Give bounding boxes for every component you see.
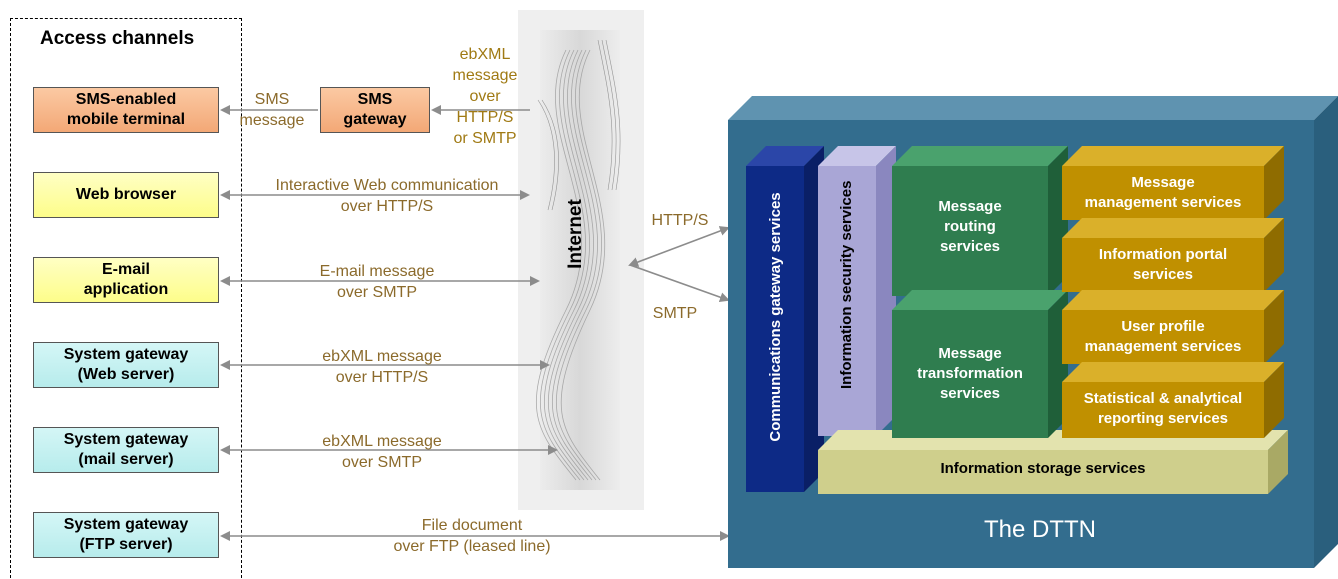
system-gateway-web-box: System gateway (Web server) (33, 342, 219, 388)
comm-gateway-label: Communications gateway services (767, 192, 784, 442)
sms-gateway-box: SMS gateway (320, 87, 430, 133)
info-portal-label: Information portal services (1098, 246, 1228, 283)
msg-mgmt-label: Message management services (1084, 174, 1242, 211)
msg-transform-label: Message transformation services (917, 345, 1023, 402)
arrow-smtp (629, 264, 730, 303)
stat-reporting-label: Statistical & analytical reporting servi… (1083, 390, 1243, 427)
sms-terminal-box: SMS-enabled mobile terminal (33, 87, 219, 133)
label-file-ftp: File document over FTP (leased line) (393, 517, 551, 555)
internet-cloud (518, 10, 644, 510)
system-gateway-mail-box: System gateway (mail server) (33, 427, 219, 473)
info-security-label: Information security services (838, 180, 855, 389)
arrow-http (628, 226, 730, 267)
dttn-title: The DTTN (983, 516, 1096, 543)
user-profile-block (1062, 290, 1284, 364)
label-ebxml-smtp: ebXML message over SMTP (322, 433, 442, 471)
access-channels-frame (10, 18, 242, 578)
info-security-block (818, 146, 896, 436)
msg-routing-label: Message routing services (938, 198, 1002, 255)
label-smtp: SMTP (652, 305, 698, 322)
label-ebxml-http-smtp: ebXML message over HTTP/S or SMTP (452, 46, 518, 147)
access-channels-title: Access channels (40, 28, 195, 49)
label-http-s: HTTP/S (651, 212, 709, 229)
info-portal-block (1062, 218, 1284, 292)
label-ebxml-http: ebXML message over HTTP/S (322, 348, 442, 386)
system-gateway-ftp-box: System gateway (FTP server) (33, 512, 219, 558)
email-application-box: E-mail application (33, 257, 219, 303)
stat-reporting-block (1062, 362, 1284, 438)
label-sms-message: SMS message (239, 91, 305, 129)
user-profile-label: User profile management services (1084, 318, 1242, 355)
web-browser-box: Web browser (33, 172, 219, 218)
info-storage-label: Information storage services (940, 460, 1146, 477)
label-email-smtp: E-mail message over SMTP (319, 263, 435, 301)
label-interactive-web: Interactive Web communication over HTTP/… (275, 177, 499, 215)
msg-mgmt-block (1062, 146, 1284, 220)
